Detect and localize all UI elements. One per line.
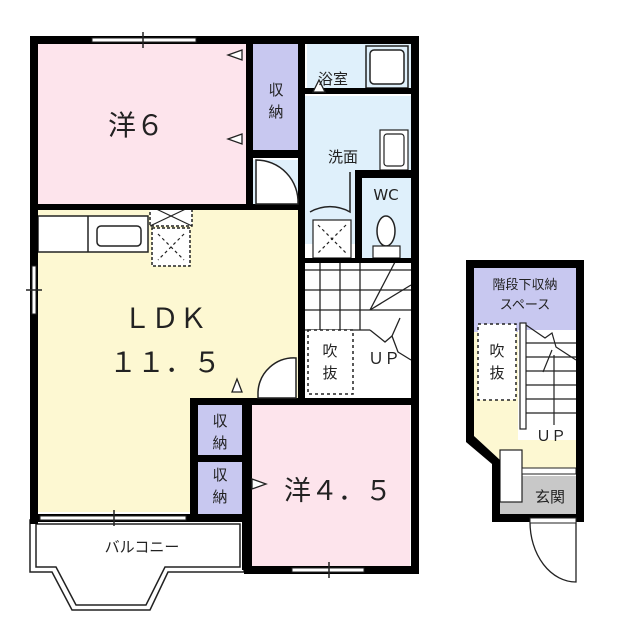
staircase-lines	[300, 258, 412, 361]
bathtub-icon	[369, 49, 405, 85]
storage-mid-2-label-2: 納	[212, 488, 227, 506]
storage-mid-2-label-1: 収	[212, 466, 227, 484]
room-western-6	[38, 44, 246, 206]
windows	[31, 37, 365, 573]
shoe-cabinet	[499, 449, 523, 503]
storage-top-label-1: 収	[268, 81, 283, 99]
storage-mid-1-label-2: 納	[212, 434, 227, 452]
understairs-label-2: スペース	[500, 298, 550, 313]
storage-mid-1-label-1: 収	[212, 412, 227, 430]
stairs-up-label: ＵＰ	[368, 349, 400, 368]
entrance-label: 玄関	[535, 488, 565, 506]
washbasin-icon	[383, 133, 405, 167]
ldk-size-label: １１．５	[109, 346, 221, 379]
wc-label: WC	[373, 186, 398, 204]
void-lower	[477, 323, 517, 401]
void-lower-label-2: 抜	[489, 364, 504, 382]
entrance-door[interactable]	[529, 521, 577, 583]
understairs-label-1: 階段下収納	[492, 278, 557, 293]
washroom-label: 洗面	[328, 148, 358, 166]
balcony-label: バルコニー	[105, 538, 180, 556]
sink-icon	[96, 225, 142, 247]
western-6-label: 洋６	[108, 109, 164, 142]
toilet-icon	[376, 215, 396, 247]
understairs-storage	[474, 268, 576, 332]
sliding-door-marks	[226, 49, 327, 490]
lower-floor	[466, 260, 584, 583]
western-4-5-label: 洋４．５	[284, 476, 392, 507]
door-swings	[255, 159, 351, 399]
void-main	[307, 329, 354, 395]
bath-label: 浴室	[318, 70, 348, 88]
void-main-label-1: 吹	[322, 342, 337, 360]
room-western-4-5	[252, 405, 410, 567]
storage-top-label-2: 納	[268, 103, 283, 121]
storage-mid-2	[198, 462, 242, 514]
void-lower-label-1: 吹	[489, 342, 504, 360]
balcony	[29, 519, 245, 611]
lower-stairs-up-label: ＵＰ	[536, 427, 566, 445]
ldk-label: ＬＤＫ	[123, 302, 207, 335]
storage-top	[253, 44, 298, 150]
storage-mid-1	[198, 403, 242, 455]
void-main-label-2: 抜	[322, 364, 337, 382]
